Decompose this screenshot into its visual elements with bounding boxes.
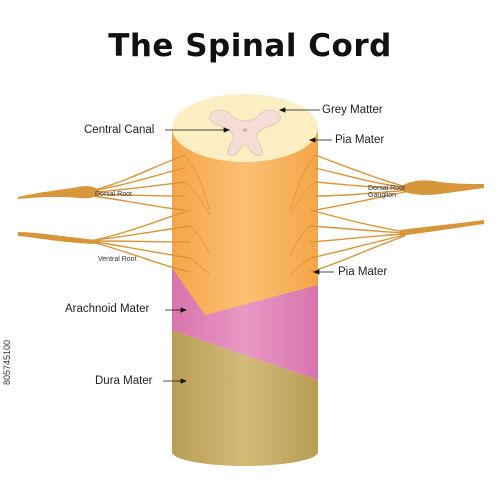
label-dorsal-root-ganglion-line1: Dorsal Root [368, 185, 405, 192]
label-arrows [163, 107, 334, 384]
central-canal-dot [242, 128, 248, 132]
left-root-trunks [18, 186, 100, 244]
grey-matter-shape [209, 109, 281, 157]
label-dorsal-root-ganglion-line2: Ganglion [368, 192, 397, 199]
label-dura-mater: Dura Mater [95, 375, 153, 387]
right-root-trunks [400, 180, 484, 236]
surface-fibers [184, 154, 316, 276]
label-ventral-root: Ventral Root [98, 256, 137, 263]
label-dorsal-root-ganglion: Dorsal Root Ganglion [368, 185, 405, 199]
dura-mater-layer [172, 330, 318, 466]
diagram-title: The Spinal Cord [108, 28, 392, 64]
label-dorsal-root: Dorsal Root [95, 191, 132, 198]
label-pia-mater-top: Pia Mater [335, 134, 385, 146]
pia-mater-layer [172, 128, 318, 315]
label-arachnoid-mater: Arachnoid Mater [65, 303, 150, 315]
left-nerve-roots [84, 154, 191, 273]
label-grey-matter: Grey Matter [322, 104, 383, 116]
label-central-canal: Central Canal [84, 124, 155, 136]
side-id-text: 805745100 [2, 339, 12, 385]
label-pia-mater-side: Pia Mater [338, 266, 388, 278]
right-nerve-roots [309, 154, 411, 273]
top-cross-section [172, 94, 318, 162]
